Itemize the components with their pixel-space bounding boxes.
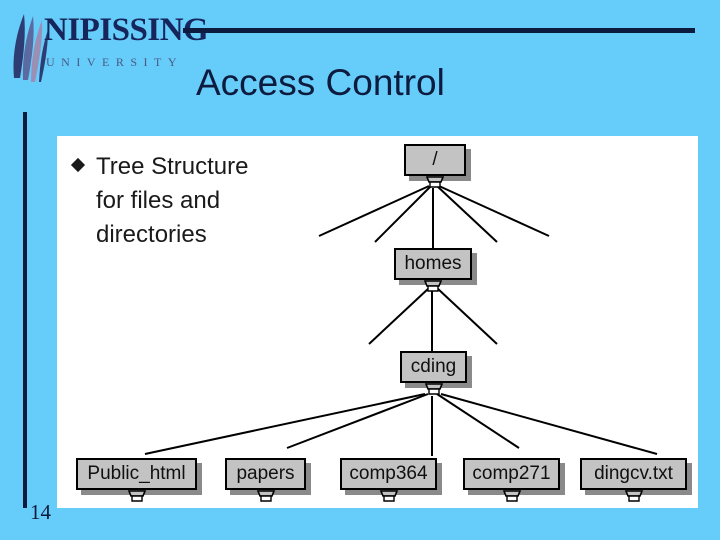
logo-wordmark: NIPISSING [44,12,209,48]
tree-node-root[interactable]: / [404,144,466,188]
left-vertical-rule [23,112,27,508]
bullet-list: Tree Structure for files and directories [69,150,269,252]
monitor-stand-icon [425,176,445,188]
tree-node-cding[interactable]: cding [400,351,467,395]
node-label: cding [400,351,467,383]
tree-node-dingcv-txt[interactable]: dingcv.txt [580,458,687,502]
node-label: dingcv.txt [580,458,687,490]
tree-node-public-html[interactable]: Public_html [76,458,197,502]
monitor-stand-icon [256,490,275,502]
node-label: comp271 [463,458,560,490]
node-label: homes [394,248,472,280]
tree-node-comp364[interactable]: comp364 [340,458,437,502]
tree-connectors [144,185,658,456]
node-label: comp364 [340,458,437,490]
node-label: Public_html [76,458,197,490]
node-label: / [404,144,466,176]
tree-node-homes[interactable]: homes [394,248,472,292]
monitor-stand-icon [502,490,521,502]
content-panel: Tree Structure for files and directories… [57,136,698,508]
slide-number: 14 [30,500,51,524]
tree-node-papers[interactable]: papers [225,458,306,502]
logo-subtitle: UNIVERSITY [46,55,183,69]
node-label: papers [225,458,306,490]
university-logo: NIPISSING UNIVERSITY [8,10,209,88]
header-divider-rule [183,28,695,33]
flame-mark-icon [13,14,48,82]
monitor-stand-icon [624,490,643,502]
monitor-stand-icon [379,490,398,502]
monitor-stand-icon [127,490,146,502]
list-item: Tree Structure for files and directories [69,150,269,252]
monitor-stand-icon [424,383,443,395]
bullet-text: Tree Structure for files and directories [96,153,249,248]
page-title: Access Control [196,62,445,103]
monitor-stand-icon [423,280,443,292]
diamond-bullet-icon [70,157,86,173]
tree-node-comp271[interactable]: comp271 [463,458,560,502]
